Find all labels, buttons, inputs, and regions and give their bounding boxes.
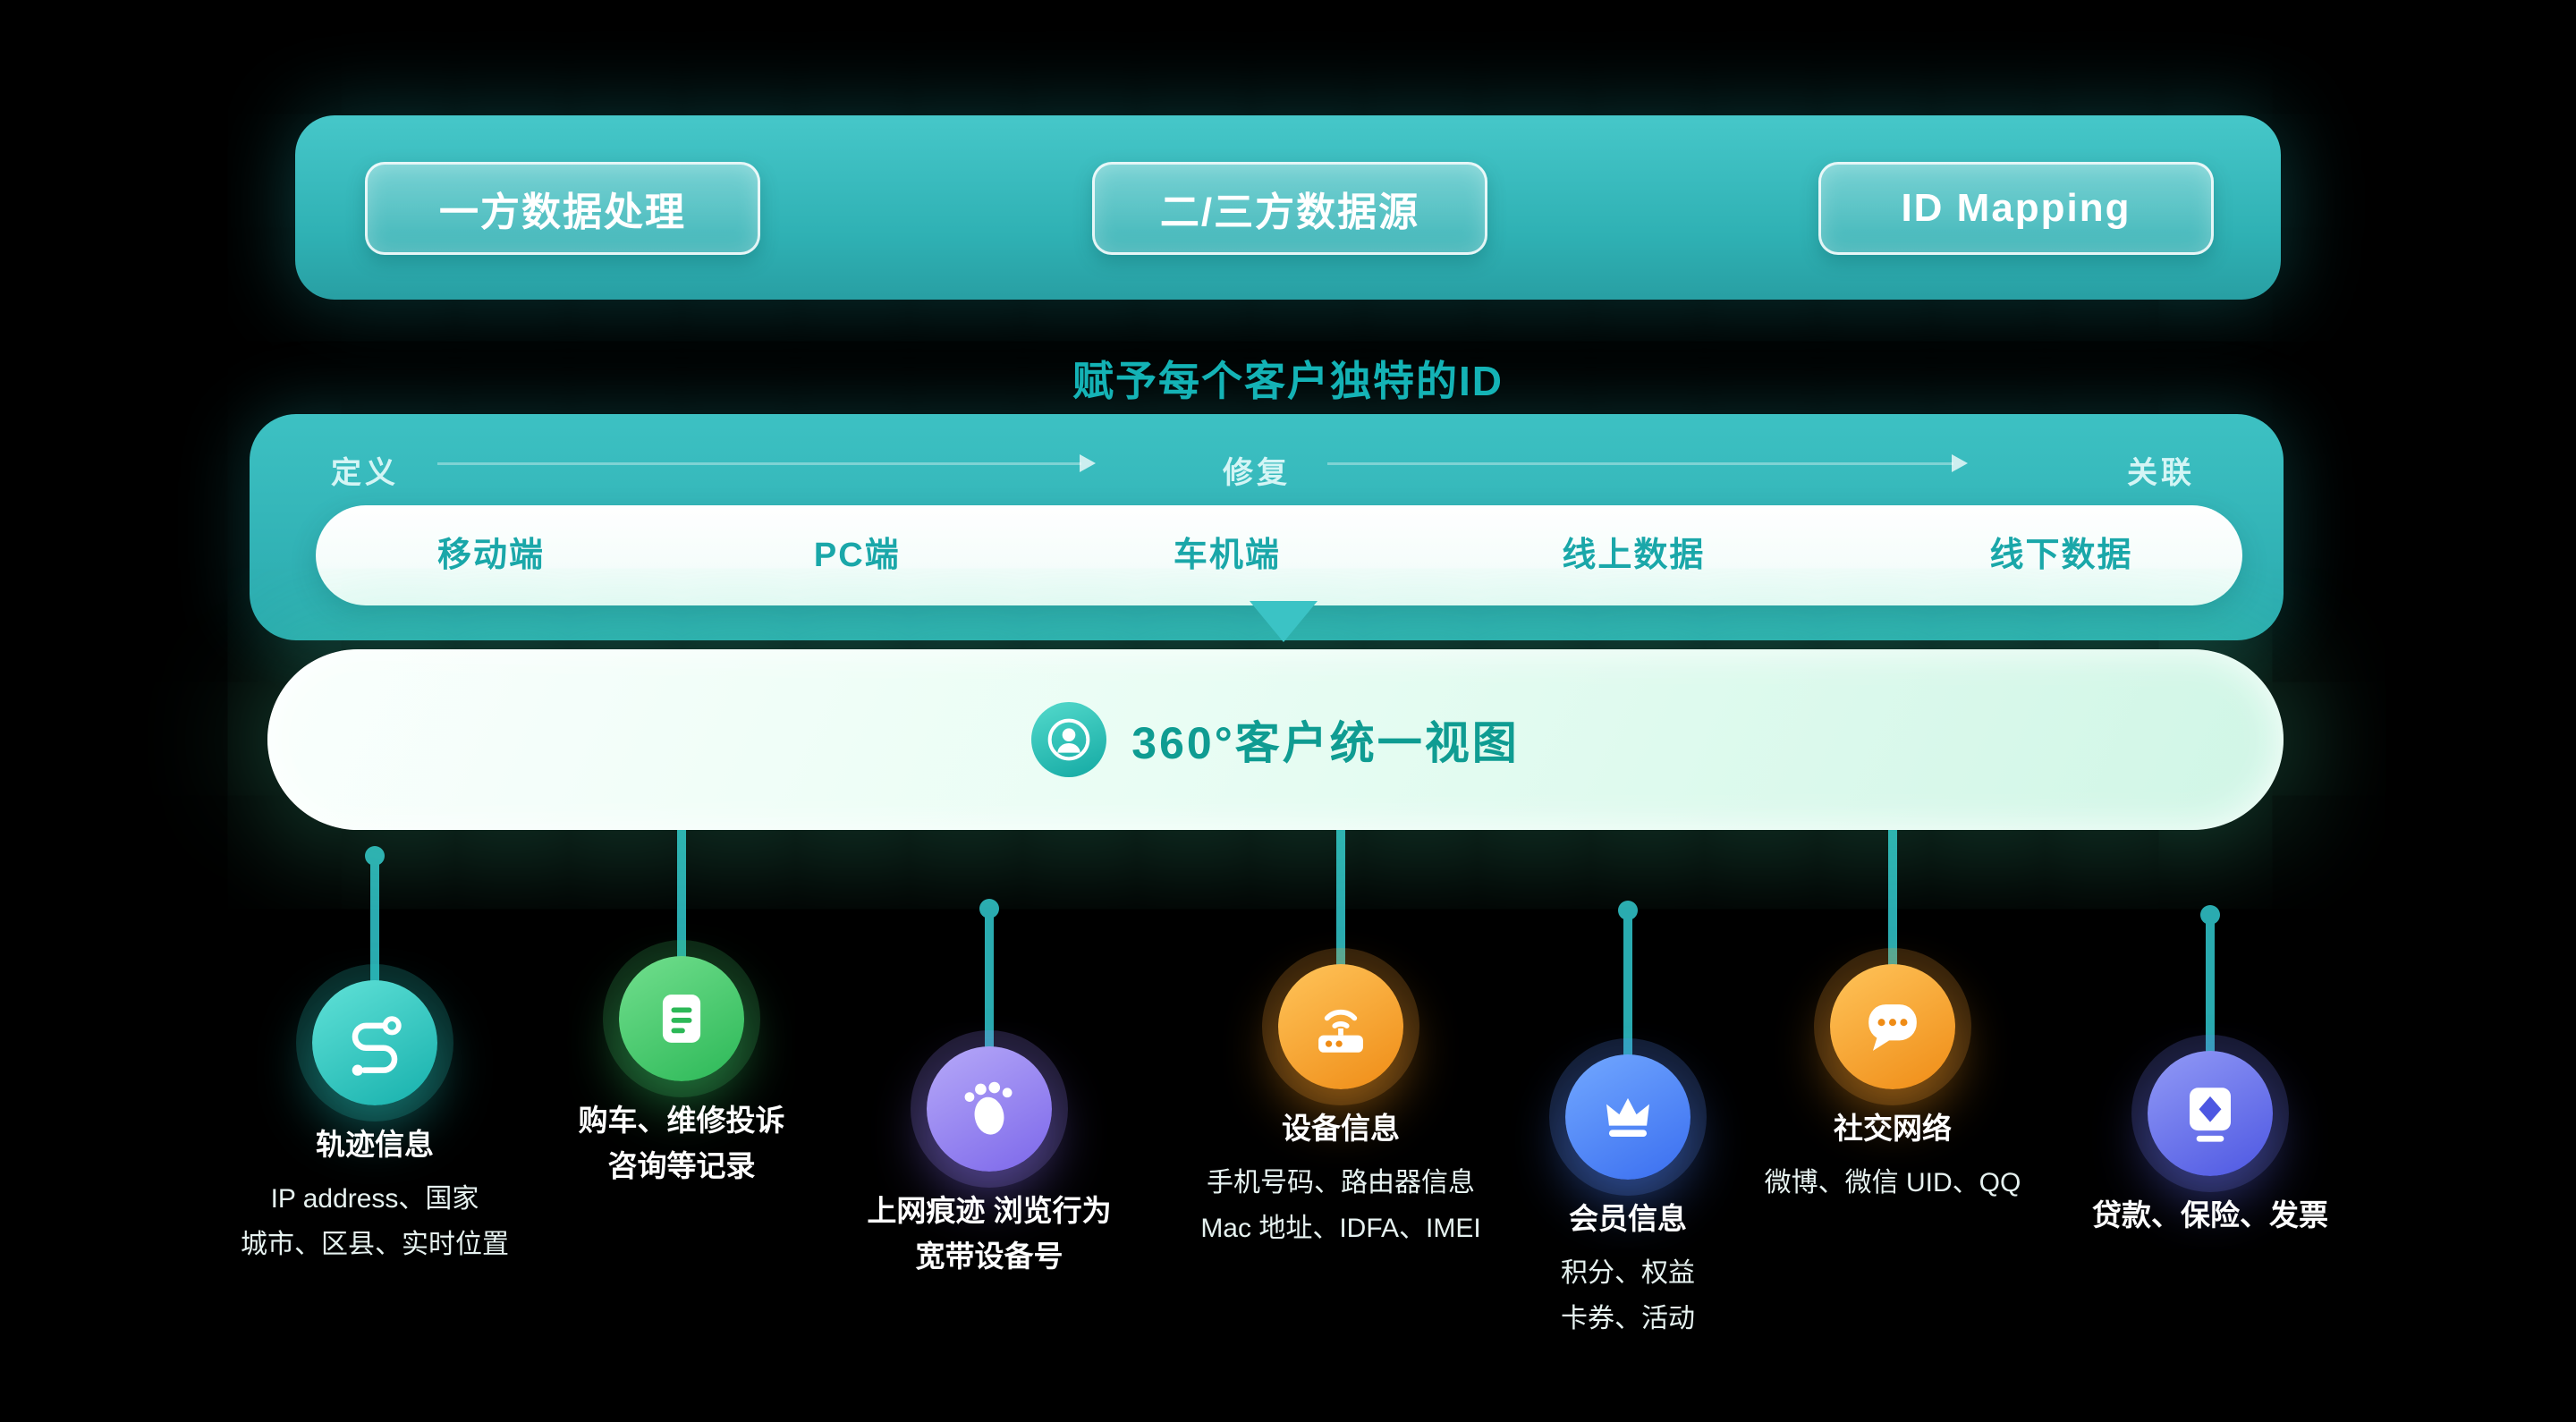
connector-line <box>1336 819 1345 1030</box>
channel-online: 线上数据 <box>1562 537 1706 574</box>
connector-line <box>2200 905 2220 1117</box>
source-title: 上网痕迹 浏览行为 <box>867 1194 1112 1227</box>
stage-repair: 修复 <box>1223 456 1291 490</box>
source-title: 咨询等记录 <box>607 1149 756 1183</box>
connector-dot <box>365 846 385 866</box>
connector-dot <box>2200 905 2220 925</box>
data-source-trajectory: 轨迹信息 IP address、国家 城市、区县、实时位置 <box>187 980 563 1267</box>
data-source-device-info: 设备信息 手机号码、路由器信息 Mac 地址、IDFA、IMEI <box>1153 964 1529 1251</box>
source-title: 购车、维修投诉 <box>578 1104 785 1137</box>
stage-define: 定义 <box>331 456 399 490</box>
source-detail: 手机号码、路由器信息 <box>1207 1168 1475 1198</box>
connector-line <box>365 846 385 1046</box>
data-source-browsing-traces: 上网痕迹 浏览行为 宽带设备号 <box>801 1046 1177 1279</box>
unified-view-bar: 360°客户统一视图 <box>267 649 2284 830</box>
data-source-membership: 会员信息 积分、权益 卡券、活动 <box>1440 1054 1816 1342</box>
data-source-purchase-records: 购车、维修投诉 咨询等记录 <box>494 956 869 1189</box>
user-circle-icon <box>1031 702 1107 777</box>
stage-arrow-2 <box>1327 454 1968 472</box>
channel-car: 车机端 <box>1173 537 1281 574</box>
source-title: 贷款、保险、发票 <box>2092 1198 2328 1232</box>
source-title: 社交网络 <box>1834 1112 1952 1145</box>
source-detail: 微博、微信 UID、QQ <box>1764 1168 2021 1198</box>
stage-associate: 关联 <box>2127 456 2195 490</box>
source-title: 设备信息 <box>1282 1112 1400 1145</box>
banner-button-third-party: 二/三方数据源 <box>1092 162 1487 255</box>
source-title: 轨迹信息 <box>316 1128 434 1161</box>
connector-dot <box>979 899 999 918</box>
source-title: 宽带设备号 <box>915 1240 1063 1274</box>
unified-view-label: 360°客户统一视图 <box>1131 718 1520 768</box>
channel-mobile: 移动端 <box>436 537 546 574</box>
invoice-icon <box>2148 1051 2273 1176</box>
top-banner: 一方数据处理 二/三方数据源 ID Mapping <box>295 115 2281 300</box>
banner-button-id-mapping: ID Mapping <box>1818 162 2214 255</box>
router-icon <box>1278 964 1403 1089</box>
connector-dot <box>1618 901 1638 920</box>
document-icon <box>619 956 744 1081</box>
route-icon <box>312 980 437 1105</box>
stage-arrow-1 <box>437 454 1096 472</box>
crown-icon <box>1565 1054 1690 1180</box>
connector-line <box>1618 901 1638 1121</box>
chat-icon <box>1830 964 1955 1089</box>
page-title: 赋予每个客户独特的ID <box>1072 358 1504 404</box>
source-detail: IP address、国家 <box>270 1184 479 1215</box>
channel-offline: 线下数据 <box>1989 537 2133 574</box>
channel-pc: PC端 <box>813 537 901 574</box>
connector-line <box>979 899 999 1113</box>
down-arrow-icon <box>1250 601 1318 642</box>
source-detail: 卡券、活动 <box>1561 1304 1695 1334</box>
source-detail: Mac 地址、IDFA、IMEI <box>1200 1214 1481 1244</box>
channel-bar: 移动端 PC端 车机端 线上数据 线下数据 <box>316 505 2242 605</box>
source-title: 会员信息 <box>1569 1202 1687 1235</box>
connector-line <box>677 819 686 1022</box>
banner-button-first-party: 一方数据处理 <box>365 162 760 255</box>
source-detail: 积分、权益 <box>1561 1258 1695 1289</box>
footprint-icon <box>927 1046 1052 1172</box>
data-source-finance: 贷款、保险、发票 <box>2022 1051 2398 1238</box>
data-source-social-network: 社交网络 微博、微信 UID、QQ <box>1705 964 2080 1206</box>
connector-line <box>1888 819 1897 1030</box>
source-detail: 城市、区县、实时位置 <box>241 1230 509 1260</box>
